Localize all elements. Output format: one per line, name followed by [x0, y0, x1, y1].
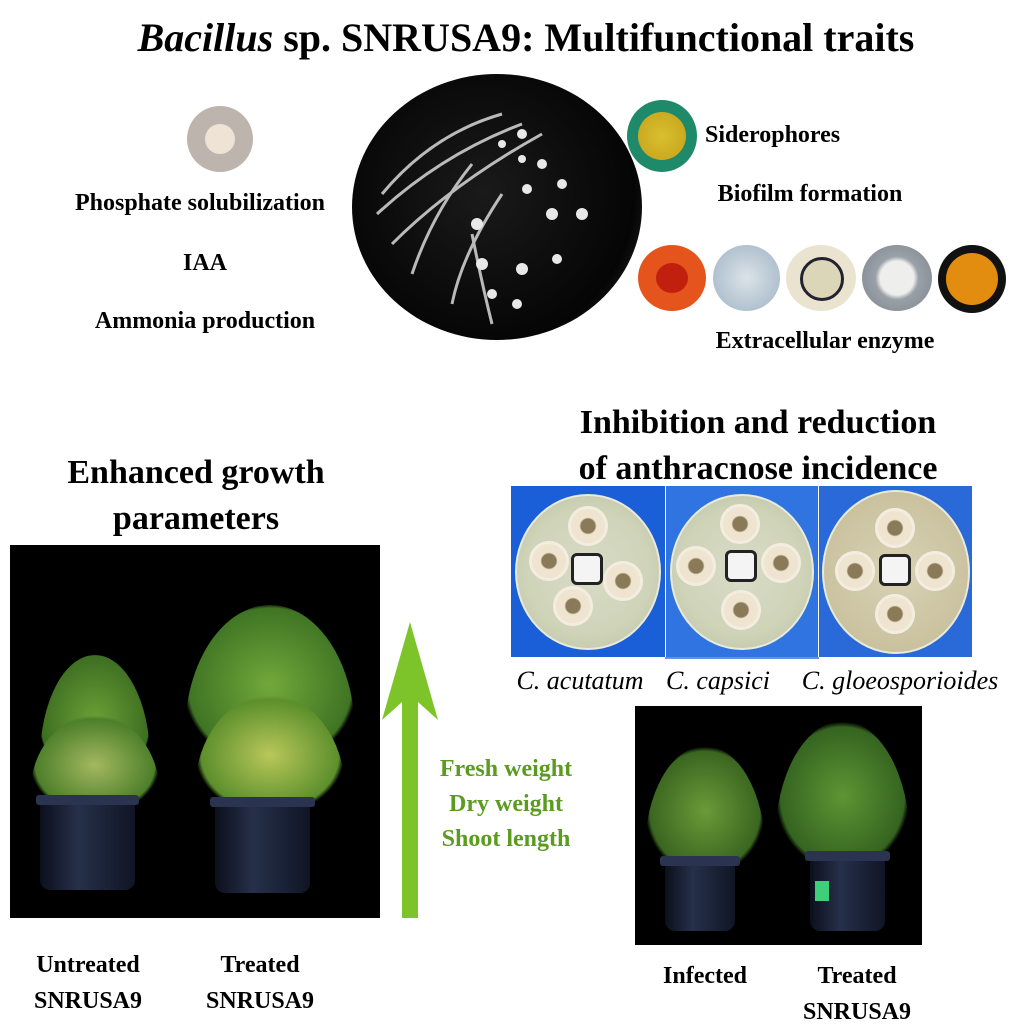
enzyme-plate-2-image — [713, 245, 780, 311]
title-rest: sp. SNRUSA9: Multifunctional traits — [273, 15, 915, 60]
species-acutatum: C. acutatum — [516, 666, 644, 695]
parameter-fresh-weight: Fresh weight — [439, 756, 573, 782]
trait-phosphate: Phosphate solubilization — [74, 190, 326, 216]
enzyme-plate-3-image — [786, 245, 856, 311]
growth-plants-photo — [10, 545, 380, 918]
label-treated-disease-line1: Treated — [817, 963, 897, 989]
label-treated-growth-line2: SNRUSA9 — [205, 988, 315, 1014]
label-infected: Infected — [663, 958, 747, 994]
siderophore-plate-image — [627, 100, 697, 172]
trait-siderophores: Siderophores — [705, 122, 841, 148]
parameter-dry-weight: Dry weight — [449, 791, 563, 817]
fungal-plate-acutatum-image — [511, 486, 665, 657]
growth-heading: Enhanced growth parameters — [67, 450, 324, 542]
label-treated-disease: Treated SNRUSA9 — [803, 958, 911, 1030]
bacterial-streak-plate-image — [352, 74, 642, 340]
enzyme-plate-4-image — [862, 245, 932, 311]
inhibition-heading-line2: of anthracnose incidence — [578, 450, 938, 487]
label-treated-growth-line1: Treated — [220, 952, 300, 978]
label-treated-growth: Treated SNRUSA9 — [206, 947, 314, 1019]
fungal-plate-gloeosporioides-image — [819, 486, 972, 657]
growth-heading-line1: Enhanced growth — [67, 454, 325, 491]
title-genus: Bacillus — [137, 15, 274, 60]
parameter-shoot-length: Shoot length — [441, 826, 571, 852]
label-untreated-line1: Untreated — [36, 952, 140, 978]
label-untreated-line2: SNRUSA9 — [33, 988, 143, 1014]
enzyme-plate-5-image — [938, 245, 1006, 313]
inhibition-heading-line1: Inhibition and reduction — [579, 404, 937, 441]
phosphate-plate-image — [187, 106, 253, 172]
page-title: Bacillus sp. SNRUSA9: Multifunctional tr… — [138, 14, 915, 61]
growth-heading-line2: parameters — [112, 500, 280, 537]
label-infected-line1: Infected — [663, 963, 747, 989]
fungal-plate-capsici-image — [666, 486, 818, 657]
enzyme-plate-1-image — [638, 245, 706, 311]
increase-arrow-icon — [382, 622, 438, 918]
trait-biofilm: Biofilm formation — [717, 181, 903, 207]
trait-extracellular-enzyme: Extracellular enzyme — [715, 328, 935, 354]
trait-iaa: IAA — [182, 250, 228, 276]
species-capsici: C. capsici — [666, 666, 770, 695]
label-treated-disease-line2: SNRUSA9 — [802, 999, 912, 1025]
label-untreated: Untreated SNRUSA9 — [34, 947, 142, 1019]
species-gloeosporioides: C. gloeosporioides — [801, 666, 999, 695]
trait-ammonia: Ammonia production — [94, 308, 316, 334]
disease-plants-photo — [635, 706, 922, 945]
inhibition-heading: Inhibition and reduction of anthracnose … — [579, 400, 938, 492]
